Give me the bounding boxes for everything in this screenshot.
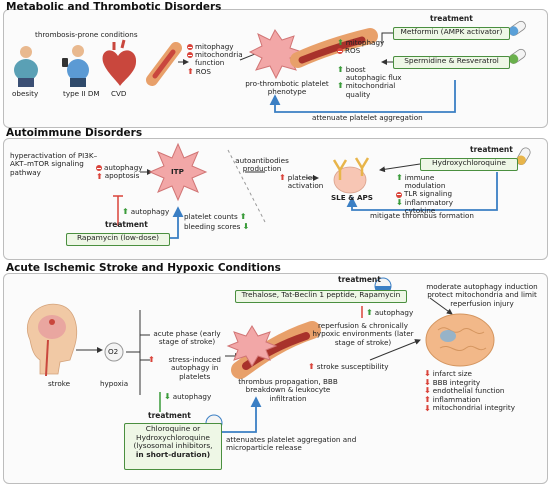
platelet-activation: ⬆platelet activation — [279, 173, 324, 191]
pathway-label: hyperactivation of PI3K–AKT–mTOR signali… — [10, 151, 98, 177]
capsule-icon-3 — [516, 147, 531, 166]
autophagy-down-stroke: ⬇autophagy — [164, 391, 212, 401]
rapamycin-autophagy: ⬆autophagy — [122, 206, 170, 216]
stroke-susceptibility: ⬆stroke susceptibility — [308, 361, 389, 371]
o2-label: O2 — [108, 347, 119, 356]
oxygen-icon — [104, 342, 124, 362]
metabolic-effects-list: mitophagy mitochondria function ⬆ROS — [187, 42, 243, 76]
brain-effects: ⬇infarct size ⬇BBB integrity ⬇endothelia… — [424, 369, 515, 413]
condition-obesity: obesity — [12, 89, 39, 98]
drug-trehalose-box: Trehalose, Tat-Beclin 1 peptide, Rapamyc… — [235, 290, 407, 303]
treatment-label-1: treatment — [430, 14, 473, 23]
treatment-label-2: treatment — [105, 220, 148, 229]
reperfusion-label: reperfusion & chronically hypoxic enviro… — [312, 321, 414, 347]
stroke-head-icon — [27, 303, 77, 377]
drug-chloroquine-box: Chloroquine or Hydroxychloroquine (lysos… — [124, 423, 222, 470]
stress-autophagy: ⬆stress-induced autophagy in platelets — [148, 355, 221, 381]
itp-effects: platelet counts⬆ bleeding scores⬇ — [184, 212, 250, 231]
diabetes-figure-icon — [62, 45, 89, 87]
drug-metformin-box: Metformin (AMPK activator) — [393, 27, 510, 40]
treatment-label-5: treatment — [148, 411, 191, 420]
hcq-effects: ⬆immune modulation TLR signaling ⬇inflam… — [396, 173, 454, 215]
itp-label: ITP — [171, 167, 184, 176]
thrombus-label: thrombus propagation, BBB breakdown & le… — [238, 377, 338, 403]
outcome-label: pro-thrombotic platelet phenotype — [245, 79, 329, 97]
attenuates-label: attenuates platelet aggregation and micr… — [226, 435, 357, 453]
section-title-metabolic: Metabolic and Thrombotic Disorders — [6, 1, 222, 13]
conditions-label: thrombosis-prone conditions — [35, 30, 138, 39]
attenuate-aggregation-label: attenuate platelet aggregation — [312, 113, 423, 122]
drug-spermidine-box: Spermidine & Resveratrol — [393, 56, 510, 69]
treatment-label-3: treatment — [470, 145, 513, 154]
hypoxia-label: hypoxia — [100, 379, 129, 388]
condition-cvd: CVD — [111, 89, 127, 98]
moderate-autophagy-label: moderate autophagy induction protect mit… — [426, 282, 538, 308]
acute-phase-label: acute phase (early stage of stroke) — [153, 329, 221, 347]
drug-rapamycin-box: Rapamycin (low-dose) — [66, 233, 170, 246]
drug-hydroxychloroquine-box: Hydroxychloroquine — [420, 158, 518, 171]
autoantibodies-label: autoantibodies production — [235, 156, 289, 174]
treatment-label-4: treatment — [338, 275, 381, 284]
vessel-icon — [146, 42, 182, 86]
activated-platelet-icon — [248, 29, 304, 80]
section-title-autoimmune: Autoimmune Disorders — [6, 127, 143, 139]
autoimmune-effects: autophagy ⬆apoptosis — [96, 163, 143, 181]
down-icon — [187, 44, 193, 51]
condition-diabetes: type II DM — [63, 89, 100, 98]
obesity-figure-icon — [14, 46, 38, 87]
section-title-stroke: Acute Ischemic Stroke and Hypoxic Condit… — [6, 262, 281, 274]
mitigate-thrombus-label: mitigate thrombus formation — [370, 211, 474, 220]
spermidine-effects: ⬆boost autophagic flux ⬆mitochondrial qu… — [337, 65, 402, 99]
antibody-platelet-icon — [332, 157, 370, 194]
stroke-label: stroke — [48, 379, 71, 388]
section-stroke — [3, 273, 548, 484]
thrombus-vessel-icon — [290, 28, 378, 68]
brain-icon — [425, 313, 495, 367]
down-icon — [187, 52, 193, 59]
itp-platelet-icon — [148, 142, 208, 202]
up-arrow-icon: ⬆ — [187, 66, 194, 76]
metformin-effects: ⬆mitophagy ROS — [337, 38, 385, 56]
platelet-icon-2 — [226, 325, 278, 367]
autophagy-up-stroke: ⬆autophagy — [366, 307, 414, 317]
sle-aps-label: SLE & APS — [331, 193, 373, 202]
heart-icon — [102, 39, 137, 86]
